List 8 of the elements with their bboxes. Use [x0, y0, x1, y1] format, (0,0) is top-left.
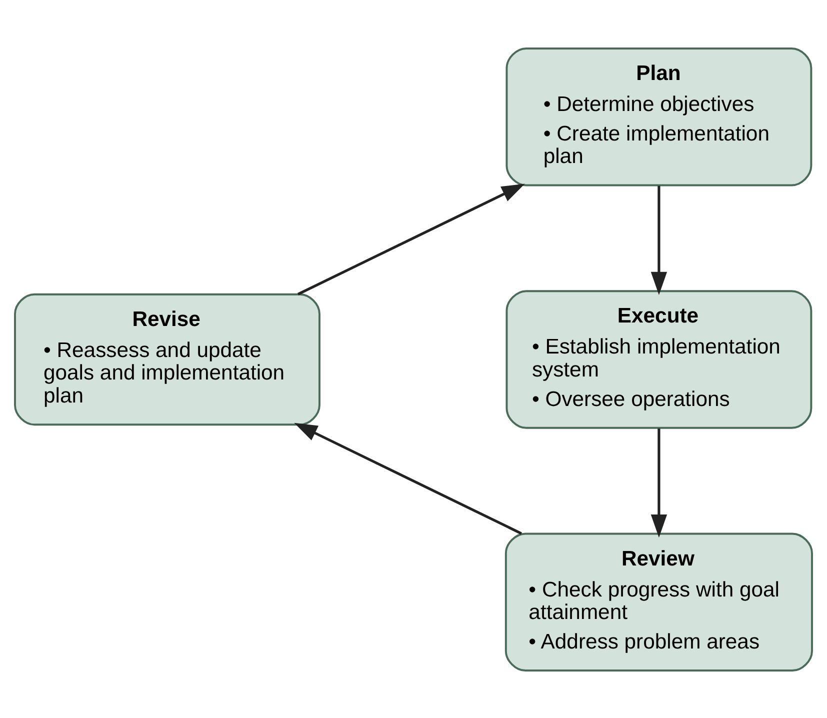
node-box: Review • Check progress with goal attainment • Address problem areas: [504, 532, 813, 671]
arrow: [297, 183, 525, 295]
arrow: [650, 428, 668, 538]
arrow: [650, 185, 668, 294]
node-box: Execute • Establish implementation system • Oversee operations: [506, 290, 812, 428]
arrow: [294, 422, 522, 534]
node-box: Revise • Reassess and update goals and implementation plan: [14, 292, 320, 426]
node-box: Plan • Determine objectives • Create implementation plan: [506, 47, 812, 186]
